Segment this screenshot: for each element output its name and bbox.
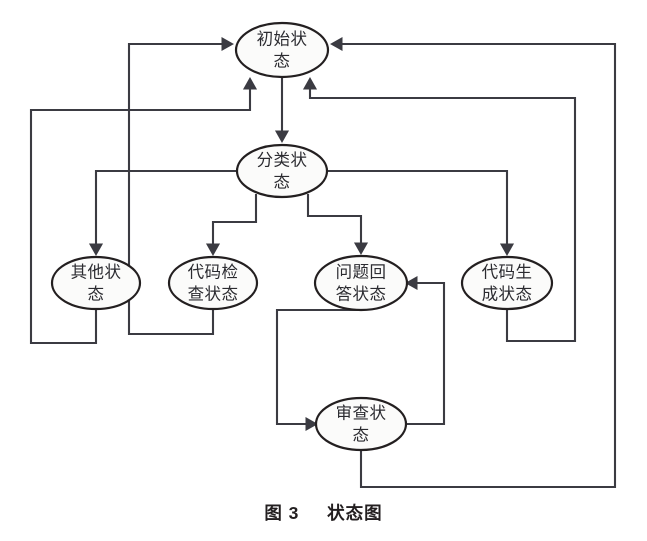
state-node-label2-classify: 态 bbox=[274, 172, 291, 191]
state-node-shape-classify bbox=[235, 143, 329, 199]
arrow-initial-to-classify bbox=[274, 130, 290, 144]
state-node-label2-other: 态 bbox=[88, 284, 105, 303]
edges-layer bbox=[29, 42, 617, 489]
arrow-classify-to-other bbox=[88, 243, 104, 257]
arrow-review-to-initial bbox=[329, 36, 343, 52]
edge-review-to-initial bbox=[335, 42, 617, 489]
edge-review-to-qa bbox=[406, 281, 446, 426]
arrow-classify-to-code-check bbox=[205, 243, 221, 257]
edge-qa-to-review bbox=[275, 308, 361, 426]
figure-caption: 图 3 状态图 bbox=[0, 500, 647, 525]
edge-classify-to-code-check bbox=[211, 194, 258, 251]
arrow-code-check-to-initial bbox=[221, 36, 235, 52]
arrow-classify-to-qa bbox=[353, 242, 369, 256]
state-node-label2-qa: 答状态 bbox=[336, 284, 387, 303]
state-node-shape-code_gen bbox=[460, 255, 554, 311]
edge-classify-to-other bbox=[94, 169, 237, 251]
arrow-classify-to-code-gen bbox=[499, 243, 515, 257]
edge-code-gen-to-initial bbox=[308, 82, 577, 343]
state-node-label2-code_check: 查状态 bbox=[188, 284, 239, 303]
arrow-review-to-qa bbox=[404, 275, 418, 291]
arrow-other-to-initial bbox=[242, 76, 258, 90]
state-node-label2-review: 态 bbox=[353, 425, 370, 444]
figure-caption-title: 状态图 bbox=[327, 503, 383, 523]
state-node-label-review: 审查状 bbox=[336, 403, 387, 422]
state-node-label-other: 其他状 bbox=[71, 262, 122, 281]
state-node-label2-code_gen: 成状态 bbox=[482, 284, 533, 303]
edge-classify-to-qa bbox=[306, 194, 363, 250]
state-node-label2-initial: 态 bbox=[274, 51, 291, 70]
state-node-shape-code_check bbox=[167, 255, 259, 311]
state-node-label-classify: 分类状 bbox=[257, 150, 308, 169]
arrowheads-layer bbox=[88, 36, 515, 432]
edge-code-check-to-initial bbox=[127, 42, 229, 336]
edge-classify-to-code-gen bbox=[327, 169, 509, 251]
arrow-qa-to-review bbox=[305, 416, 319, 432]
arrow-code-gen-to-initial bbox=[302, 76, 318, 90]
state-node-label-initial: 初始状 bbox=[257, 29, 308, 48]
state-node-shape-review bbox=[314, 396, 408, 452]
state-node-shape-initial bbox=[234, 21, 330, 79]
edge-other-to-initial bbox=[29, 82, 252, 345]
state-node-shape-qa bbox=[313, 254, 409, 312]
state-node-label-code_check: 代码检 bbox=[188, 262, 239, 281]
state-node-shape-other bbox=[50, 255, 142, 311]
state-node-label-qa: 问题回 bbox=[336, 262, 387, 281]
figure-caption-number: 图 3 bbox=[264, 503, 300, 523]
state-node-label-code_gen: 代码生 bbox=[482, 262, 533, 281]
